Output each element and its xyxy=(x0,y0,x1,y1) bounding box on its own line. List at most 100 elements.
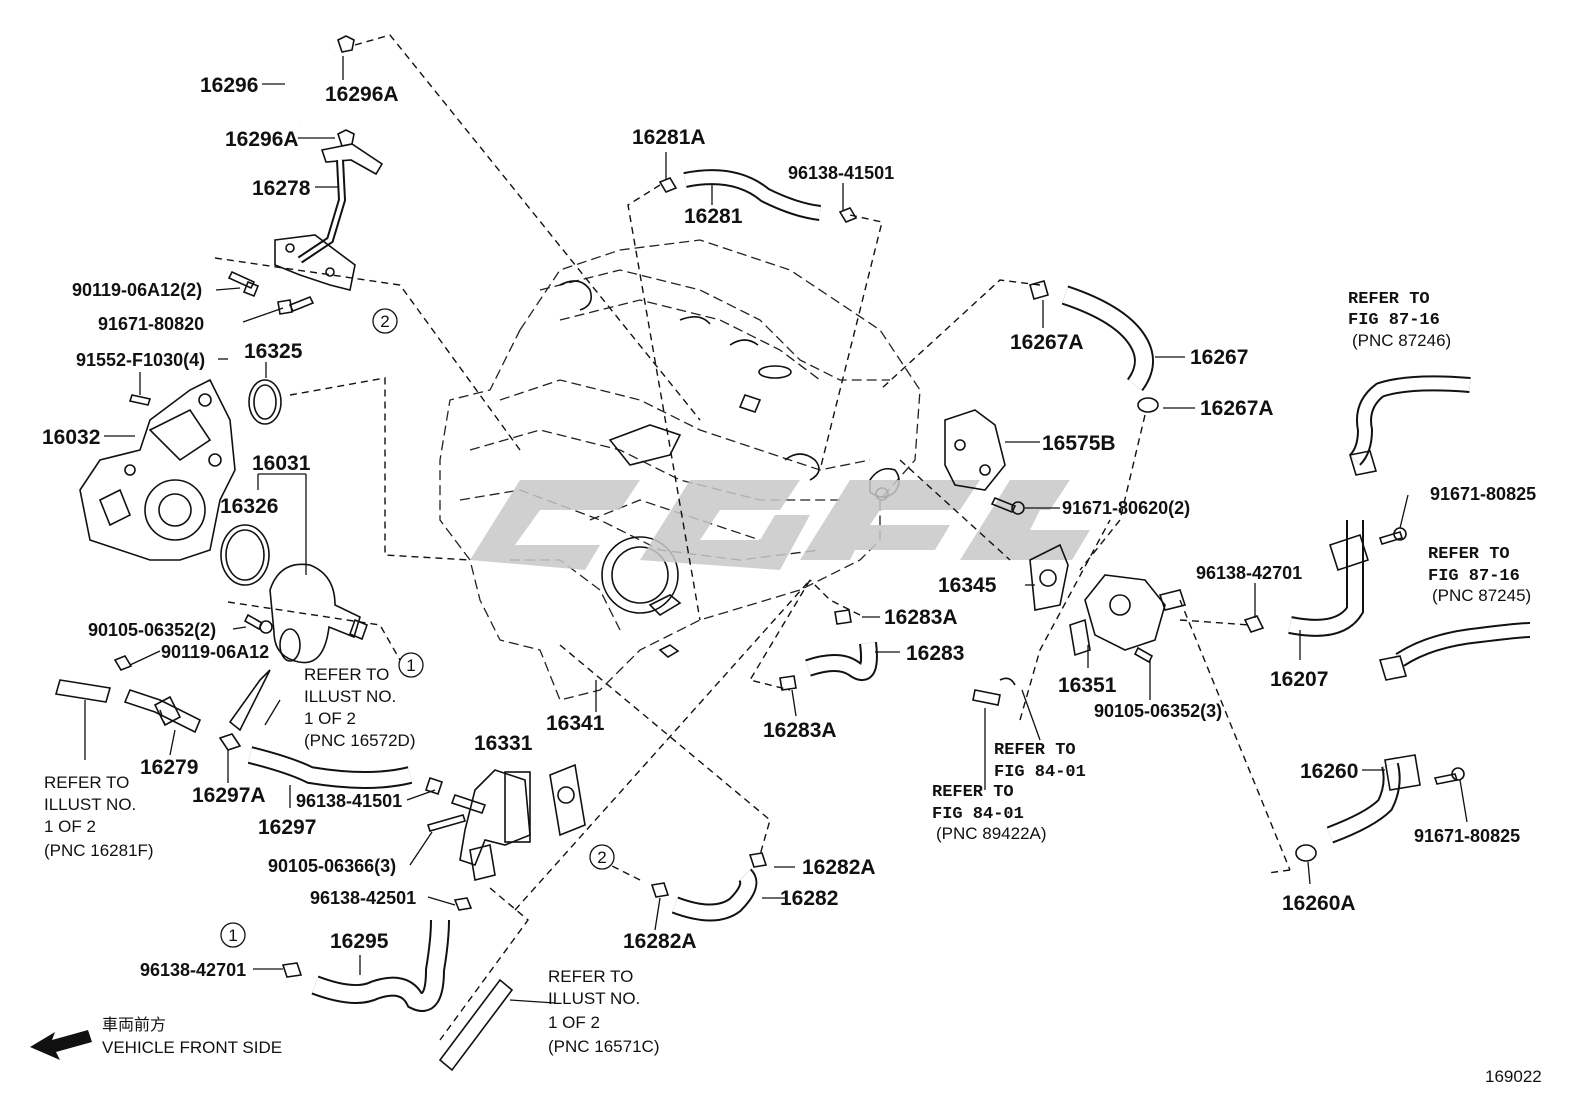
label-16575B: 16575B xyxy=(1042,432,1116,455)
hose-16283 xyxy=(779,609,878,691)
bolt-91671-80620-2 xyxy=(990,496,1025,515)
gasket-16345 xyxy=(1029,543,1069,611)
svg-text:1 OF 2: 1 OF 2 xyxy=(44,817,96,836)
label-91671-80620-2: 91671-80620(2) xyxy=(1062,498,1190,518)
hose-16297 xyxy=(218,733,444,796)
label-16032: 16032 xyxy=(42,426,100,449)
note-refer-illust-16572D: REFER TO ILLUST NO. 1 OF 2 (PNC 16572D) xyxy=(304,665,416,750)
pipe-16278 xyxy=(274,129,384,291)
label-96138-41501-top: 96138-41501 xyxy=(788,163,894,183)
svg-text:1 OF 2: 1 OF 2 xyxy=(304,709,356,728)
note-refer-illust-16281F: REFER TO ILLUST NO. 1 OF 2 (PNC 16281F) xyxy=(44,773,154,860)
hose-16281 xyxy=(658,169,858,223)
svg-text:(PNC 16572D): (PNC 16572D) xyxy=(304,731,416,750)
label-16296: 16296 xyxy=(200,74,258,97)
bolt-91671-80825-b xyxy=(1433,767,1465,785)
label-16297A: 16297A xyxy=(192,784,266,807)
label-16281: 16281 xyxy=(684,205,743,228)
svg-text:2: 2 xyxy=(597,848,606,867)
clamp-16260A xyxy=(1295,844,1317,862)
gasket-16325 xyxy=(248,379,282,425)
svg-text:REFER TO: REFER TO xyxy=(548,967,633,986)
dashed-guide-lines xyxy=(159,34,1291,1041)
svg-text:(PNC 16571C): (PNC 16571C) xyxy=(548,1037,660,1056)
svg-text:ILLUST NO.: ILLUST NO. xyxy=(44,795,136,814)
label-16345: 16345 xyxy=(938,574,997,597)
label-16296A-top: 16296A xyxy=(325,83,399,106)
housing-16331 xyxy=(426,769,531,881)
svg-text:REFER TO: REFER TO xyxy=(304,665,389,684)
label-96138-42701-right: 96138-42701 xyxy=(1196,563,1302,583)
svg-text:(PNC 87246): (PNC 87246) xyxy=(1352,331,1451,350)
figure-number: 169022 xyxy=(1485,1067,1542,1086)
pipe-16260 xyxy=(1326,754,1421,844)
ref-circle-1-bottom: 1 xyxy=(220,922,246,948)
label-90105-06366-3: 90105-06366(3) xyxy=(268,856,396,876)
bolt-91671-80825-a xyxy=(1378,527,1407,545)
svg-text:ILLUST NO.: ILLUST NO. xyxy=(304,687,396,706)
o-ring-16326 xyxy=(220,524,270,586)
label-91671-80825-b: 91671-80825 xyxy=(1414,826,1520,846)
svg-text:1: 1 xyxy=(406,656,415,675)
hose-16282 xyxy=(650,852,768,922)
svg-text:2: 2 xyxy=(380,312,389,331)
svg-text:REFER TO: REFER TO xyxy=(44,773,129,792)
label-16267A-mid: 16267A xyxy=(1200,397,1274,420)
hose-end-left xyxy=(54,669,271,732)
svg-text:REFER TO: REFER TO xyxy=(994,741,1076,760)
label-96138-42701-left: 96138-42701 xyxy=(140,960,246,980)
label-16283: 16283 xyxy=(906,642,964,665)
housing-16351 xyxy=(1069,574,1187,657)
hose-16296 xyxy=(278,35,355,128)
svg-text:REFER TO: REFER TO xyxy=(1428,545,1510,564)
label-16282: 16282 xyxy=(780,887,838,910)
svg-text:(PNC 16281F): (PNC 16281F) xyxy=(44,841,154,860)
vehicle-front-arrow-icon xyxy=(30,1030,92,1060)
engine-block-outline xyxy=(439,239,921,701)
hose-end-16571C xyxy=(438,978,514,1072)
label-16278: 16278 xyxy=(252,177,311,200)
label-16207: 16207 xyxy=(1270,668,1328,691)
label-90119-06A12-2: 90119-06A12(2) xyxy=(72,280,202,300)
bolt-90119-06A12 xyxy=(113,655,133,671)
svg-text:1: 1 xyxy=(228,926,237,945)
label-16282A-bottom: 16282A xyxy=(623,930,697,953)
note-refer-illust-16571C: REFER TO ILLUST NO. 1 OF 2 (PNC 16571C) xyxy=(548,967,660,1056)
gasket-16341 xyxy=(549,763,586,837)
svg-text:REFER TO: REFER TO xyxy=(932,783,1014,802)
water-inlet-16031 xyxy=(269,563,369,664)
label-16281A: 16281A xyxy=(632,126,706,149)
svg-text:ILLUST NO.: ILLUST NO. xyxy=(548,989,640,1008)
label-16282A-top: 16282A xyxy=(802,856,876,879)
svg-text:FIG 87-16: FIG 87-16 xyxy=(1348,311,1440,330)
leader-lines xyxy=(84,56,1468,1004)
direction-japanese: 車両前方 xyxy=(102,1015,166,1034)
svg-text:(PNC 87245): (PNC 87245) xyxy=(1432,586,1531,605)
label-16260A: 16260A xyxy=(1282,892,1356,915)
note-refer-fig-87245: REFER TO FIG 87-16 (PNC 87245) xyxy=(1428,545,1531,605)
note-refer-fig-84-01-a: REFER TO FIG 84-01 xyxy=(994,741,1086,782)
label-96138-41501-b: 96138-41501 xyxy=(296,791,402,811)
label-16325: 16325 xyxy=(244,340,303,363)
hose-end-87246 xyxy=(1348,375,1471,476)
svg-text:REFER TO: REFER TO xyxy=(1348,290,1430,309)
ref-circle-2-bottom: 2 xyxy=(589,844,615,870)
bolt-90105-06352-2 xyxy=(243,613,273,634)
ref-circle-2-top: 2 xyxy=(372,308,398,334)
label-16341: 16341 xyxy=(546,712,605,735)
label-91552-F1030-4: 91552-F1030(4) xyxy=(76,350,205,370)
svg-text:1 OF 2: 1 OF 2 xyxy=(548,1013,600,1032)
label-16296A-mid: 16296A xyxy=(225,128,299,151)
label-90105-06352-3: 90105-06352(3) xyxy=(1094,701,1222,721)
svg-text:FIG 87-16: FIG 87-16 xyxy=(1428,567,1520,586)
label-16331: 16331 xyxy=(474,732,533,755)
label-96138-42501: 96138-42501 xyxy=(310,888,416,908)
hose-16279 xyxy=(123,689,202,734)
sensor-89422A xyxy=(972,677,1016,706)
svg-text:FIG 84-01: FIG 84-01 xyxy=(932,805,1024,824)
bolt-91671-80820 xyxy=(277,295,315,315)
label-16295: 16295 xyxy=(330,930,389,953)
direction-english: VEHICLE FRONT SIDE xyxy=(102,1038,282,1057)
label-90119-06A12: 90119-06A12 xyxy=(161,642,269,662)
